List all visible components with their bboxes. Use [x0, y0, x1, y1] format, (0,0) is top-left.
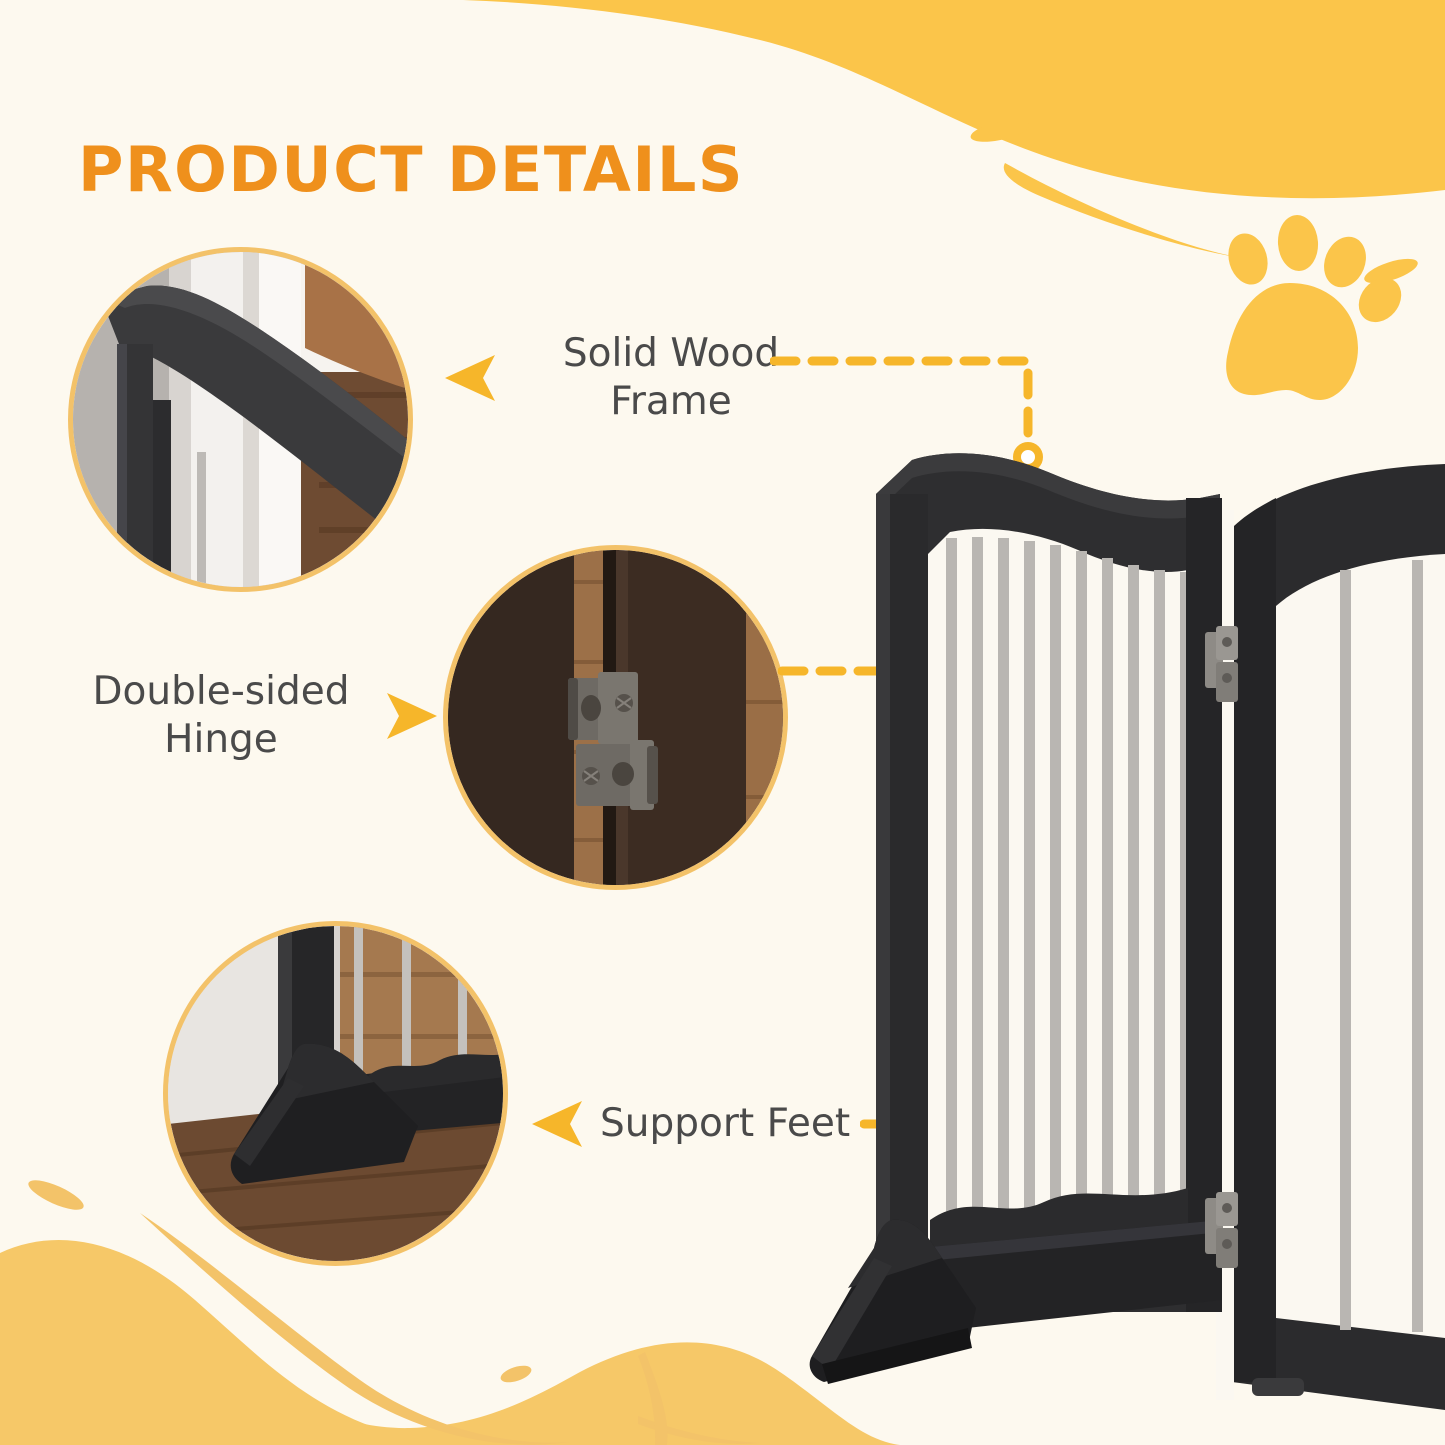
- leaf-accent-bottom-mid: [500, 1365, 532, 1383]
- callout-double-sided-hinge: Double-sided Hinge: [75, 668, 439, 763]
- callout-label-support-feet: Support Feet: [600, 1101, 851, 1146]
- swoosh-top-right: [1003, 163, 1243, 258]
- callout-solid-wood-frame: Solid Wood Frame: [443, 330, 821, 425]
- frame-closeup-scene: [73, 252, 408, 587]
- gate-hinge-lower: [1205, 1192, 1238, 1268]
- arrow-left-icon: [445, 354, 495, 401]
- hinge-closeup-scene: [448, 550, 783, 885]
- leaf-accent-right: [1364, 258, 1418, 284]
- detail-photo-hinge-closeup: [443, 545, 788, 890]
- callout-label-solid-wood-frame: Solid Wood Frame: [562, 331, 780, 424]
- swoosh-bottom-right: [638, 1352, 668, 1445]
- gate-hinge-upper: [1205, 626, 1238, 702]
- arrow-right-icon: [387, 692, 437, 739]
- hinge-plate-upper: [568, 672, 638, 744]
- wave-bottom-left-fill: [0, 1254, 900, 1445]
- leaf-accent-top: [970, 120, 1030, 142]
- hinge-closeup-svg: [448, 550, 783, 885]
- gate-panel-primary: [876, 453, 1222, 1312]
- paw-print-icon: [1226, 215, 1402, 400]
- callout-label-double-sided-hinge: Double-sided Hinge: [92, 669, 350, 762]
- hinge-plate-lower: [576, 740, 658, 810]
- callout-support-feet: Support Feet: [530, 1100, 850, 1148]
- arrow-left-icon: [532, 1100, 582, 1147]
- frame-closeup-svg: [73, 252, 408, 587]
- feet-closeup-svg: [168, 926, 503, 1261]
- wave-bottom-left: [0, 1240, 600, 1445]
- gate-panel-secondary: [1232, 464, 1445, 1410]
- page-title: PRODUCT DETAILS: [78, 133, 745, 206]
- detail-photo-frame-closeup: [68, 247, 413, 592]
- gate-support-foot: [809, 1188, 1222, 1384]
- feet-closeup-scene: [168, 926, 503, 1261]
- gate-bars-primary: [946, 537, 1191, 1250]
- swoosh-bottom-left-2: [638, 1416, 760, 1444]
- leaf-accent-bottom-left: [28, 1180, 84, 1210]
- pet-gate-svg: [809, 453, 1445, 1410]
- detail-photo-feet-closeup: [163, 921, 508, 1266]
- product-image-folding-pet-gate: [800, 420, 1445, 1430]
